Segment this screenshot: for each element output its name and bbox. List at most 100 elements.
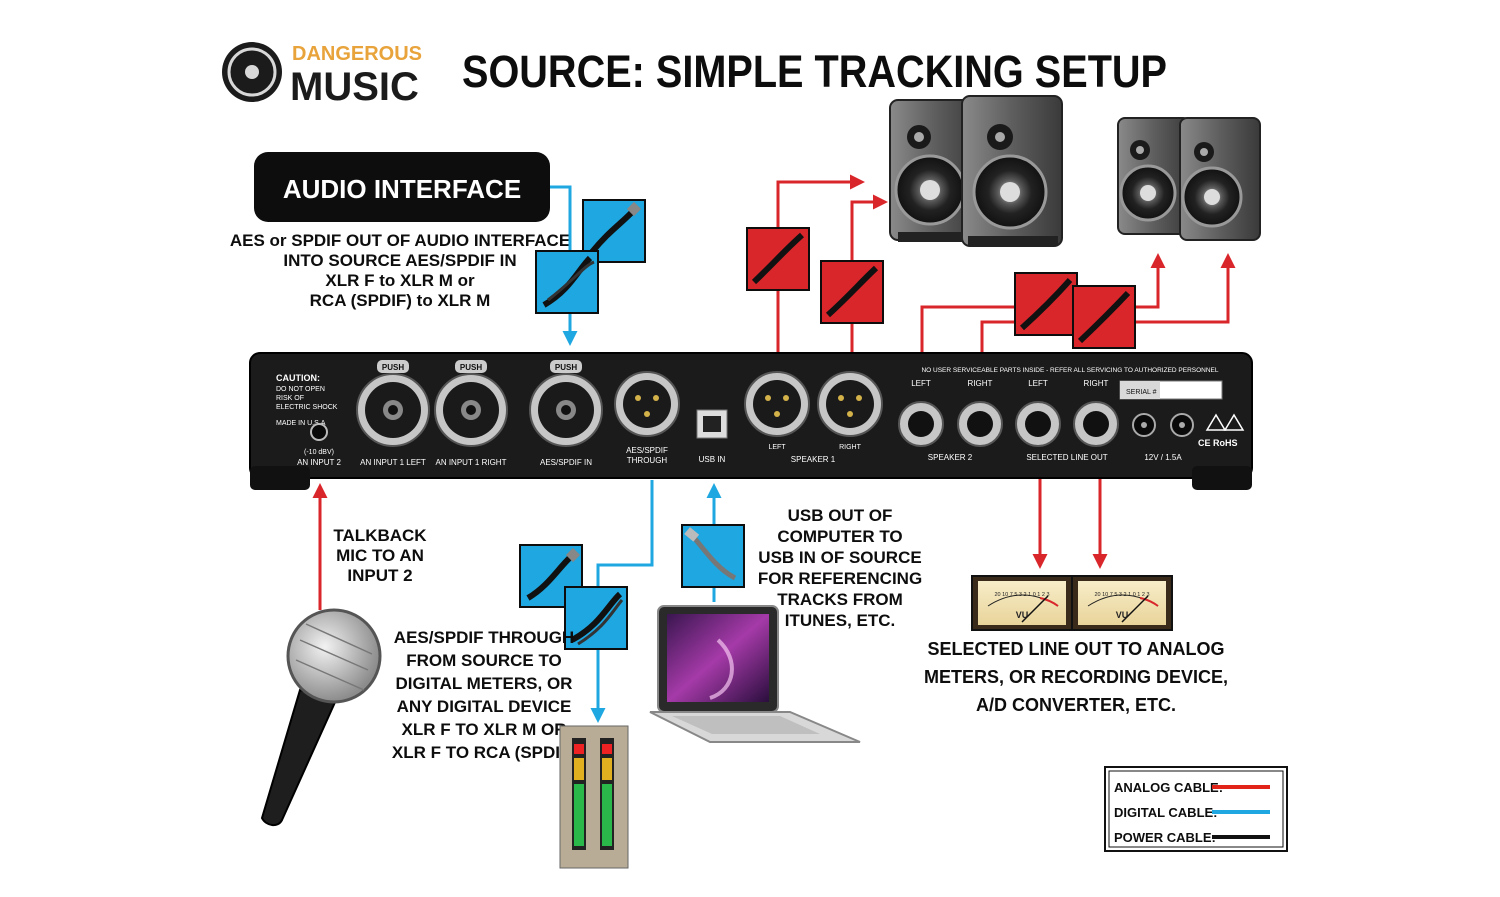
aes-through-note-line: AES/SPDIF THROUGH xyxy=(394,628,574,647)
line-out-note-line: METERS, OR RECORDING DEVICE, xyxy=(924,667,1228,687)
speaker-1-left-label: LEFT xyxy=(768,444,786,451)
microphone-icon xyxy=(260,608,382,826)
usb-note-line: ITUNES, ETC. xyxy=(785,611,896,630)
warning-text: NO USER SERVICEABLE PARTS INSIDE - REFER… xyxy=(921,367,1218,374)
xlr-aes-through: AES/SPDIF THROUGH xyxy=(614,371,680,465)
vu-meter-icon: 20 10 7 5 3 2 1 0 1 2 3 VU xyxy=(1071,575,1173,631)
speaker-2-label: SPEAKER 2 xyxy=(928,453,973,462)
audio-interface-box xyxy=(254,152,550,222)
line-out-note-line: SELECTED LINE OUT TO ANALOG xyxy=(927,639,1224,659)
push-label: PUSH xyxy=(555,363,577,372)
chassis-foot xyxy=(250,466,310,490)
usb-note-line: COMPUTER TO xyxy=(777,527,902,546)
an-input-2-level: (-10 dBV) xyxy=(304,449,334,456)
monitor-speaker-icon xyxy=(1179,117,1261,241)
aes-through-label: AES/SPDIF xyxy=(626,446,668,455)
combo-jack-an-input-1-left: PUSH AN INPUT 1 LEFT xyxy=(356,360,430,467)
rca-cable-icon xyxy=(535,250,599,314)
usb-cable-icon xyxy=(681,524,745,588)
usb-in-label: USB IN xyxy=(699,455,726,464)
aes-in-label: AES/SPDIF IN xyxy=(540,458,592,467)
laptop-icon xyxy=(649,605,861,743)
trs-jack-speaker-2-right xyxy=(957,401,1003,447)
xlr-speaker-1-left: LEFT xyxy=(744,371,810,451)
digital-meter-icon xyxy=(559,725,629,869)
serial-label: SERIAL # xyxy=(1126,389,1157,396)
aes-note-line: XLR F to XLR M or xyxy=(325,271,475,290)
usb-port: USB IN xyxy=(696,409,728,464)
aes-through-note-line: XLR F TO XLR M OR xyxy=(402,720,567,739)
aes-note-line: AES or SPDIF OUT OF AUDIO INTERFACE xyxy=(230,231,570,250)
trs-jack-speaker-2-left xyxy=(898,401,944,447)
xlr-speaker-1-right: RIGHT xyxy=(817,371,883,451)
chassis-foot xyxy=(1192,466,1252,490)
caution-line: DO NOT OPEN xyxy=(276,386,325,393)
push-label: PUSH xyxy=(382,363,404,372)
source-rear-panel: CAUTION: DO NOT OPEN RISK OF ELECTRIC SH… xyxy=(249,352,1253,490)
trs-jack-line-out-right xyxy=(1073,401,1119,447)
logo-ring-icon xyxy=(227,47,277,97)
trs-cable-icon xyxy=(1072,285,1136,349)
combo-jack-an-input-1-right: PUSH AN INPUT 1 RIGHT xyxy=(434,360,508,467)
vu-meter-pair: 20 10 7 5 3 2 1 0 1 2 3 VU 20 10 7 5 3 2… xyxy=(971,575,1173,631)
aes-note-line: INTO SOURCE AES/SPDIF IN xyxy=(283,251,516,270)
vu-scale: 20 10 7 5 3 2 1 0 1 2 3 xyxy=(1094,592,1149,598)
jack-icon xyxy=(310,423,328,441)
logo: DANGEROUS MUSIC xyxy=(222,42,422,109)
usb-note-line: FOR REFERENCING xyxy=(758,569,922,588)
logo-line1: DANGEROUS xyxy=(292,43,422,65)
combo-jack-aes-in: PUSH AES/SPDIF IN xyxy=(529,360,603,467)
ce-rohs-mark: CE RoHS xyxy=(1198,438,1238,448)
legend: ANALOG CABLE:DIGITAL CABLE:POWER CABLE: xyxy=(1104,766,1288,852)
aes-note: AES or SPDIF OUT OF AUDIO INTERFACE INTO… xyxy=(230,231,570,310)
aes-through-note-line: ANY DIGITAL DEVICE xyxy=(397,697,572,716)
aes-through-note-line: FROM SOURCE TO xyxy=(406,651,562,670)
page-title: SOURCE: SIMPLE TRACKING SETUP xyxy=(462,46,1167,97)
logo-center-icon xyxy=(245,65,259,79)
legend-label: ANALOG CABLE: xyxy=(1114,780,1223,795)
usb-note-line: USB IN OF SOURCE xyxy=(758,548,921,567)
talkback-note-line: MIC TO AN xyxy=(336,546,424,565)
aes-through-note: AES/SPDIF THROUGH FROM SOURCE TO DIGITAL… xyxy=(392,628,576,762)
aes-through-label: THROUGH xyxy=(627,456,668,465)
xlr-cable-icon xyxy=(746,227,810,291)
audio-interface-label: AUDIO INTERFACE xyxy=(283,174,521,204)
legend-items: ANALOG CABLE:DIGITAL CABLE:POWER CABLE: xyxy=(1114,780,1270,845)
rca-cable-icon xyxy=(564,586,628,650)
speaker-2-pair xyxy=(1117,117,1261,241)
caution-text: CAUTION: DO NOT OPEN RISK OF ELECTRIC SH… xyxy=(276,373,338,427)
line-out-right-label: RIGHT xyxy=(1084,379,1109,388)
caution-line: CAUTION: xyxy=(276,373,320,383)
aes-through-note-line: DIGITAL METERS, OR xyxy=(396,674,573,693)
usb-note-line: USB OUT OF xyxy=(788,506,893,525)
audio-interface: AUDIO INTERFACE xyxy=(254,152,550,222)
trs-jack-line-out-left xyxy=(1015,401,1061,447)
vu-meter-icon: 20 10 7 5 3 2 1 0 1 2 3 VU xyxy=(971,575,1073,631)
monitor-speaker-icon xyxy=(1117,117,1191,235)
line-out-left-label: LEFT xyxy=(1028,379,1048,388)
an-input-2-label: AN INPUT 2 xyxy=(297,458,341,467)
legend-label: DIGITAL CABLE: xyxy=(1114,805,1218,820)
push-label: PUSH xyxy=(460,363,482,372)
vu-label: VU xyxy=(1116,610,1129,620)
speaker-2-left-label: LEFT xyxy=(911,379,931,388)
logo-line2: MUSIC xyxy=(290,65,419,109)
aes-through-note-line: XLR F TO RCA (SPDIF) xyxy=(392,743,576,762)
power-jacks: 12V / 1.5A xyxy=(1132,413,1194,462)
an-input-1-right-label: AN INPUT 1 RIGHT xyxy=(436,458,507,467)
speaker-1-right-label: RIGHT xyxy=(839,444,862,451)
line-out-note-line: A/D CONVERTER, ETC. xyxy=(976,695,1176,715)
xlr-cable-icon xyxy=(820,260,884,324)
line-out-note: SELECTED LINE OUT TO ANALOG METERS, OR R… xyxy=(924,639,1228,715)
monitor-speaker-icon xyxy=(889,99,981,242)
usb-note-line: TRACKS FROM xyxy=(777,590,903,609)
an-input-1-left-label: AN INPUT 1 LEFT xyxy=(360,458,426,467)
warning-triangle-icon xyxy=(1205,413,1227,431)
talkback-note: TALKBACK MIC TO AN INPUT 2 xyxy=(333,526,427,585)
aes-note-line: RCA (SPDIF) to XLR M xyxy=(310,291,491,310)
serial-tag xyxy=(1120,381,1160,399)
speaker1-left-cable xyxy=(776,174,865,352)
vu-label: VU xyxy=(1016,610,1029,620)
caution-line: RISK OF xyxy=(276,395,304,402)
